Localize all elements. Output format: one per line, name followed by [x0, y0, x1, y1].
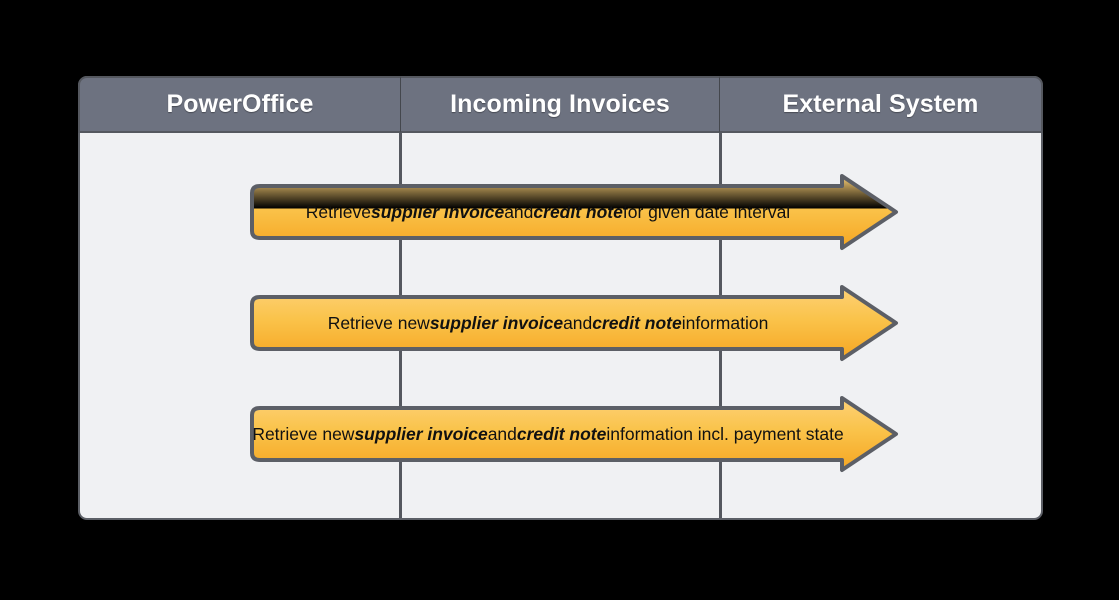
lane-header-label: Incoming Invoices [450, 90, 670, 118]
arrow-shape-icon [250, 396, 898, 472]
message-arrow-1: Retrieve supplier invoice and credit not… [242, 174, 898, 250]
lane-header-row: PowerOffice Incoming Invoices External S… [78, 76, 1043, 133]
lane-header-external-system: External System [720, 76, 1043, 133]
message-arrow-3: Retrieve new supplier invoice and credit… [242, 396, 898, 472]
lane-header-label: PowerOffice [166, 90, 314, 118]
arrow-shape-icon [250, 285, 898, 361]
lane-header-incoming-invoices: Incoming Invoices [400, 76, 720, 133]
lane-header-label: External System [782, 90, 979, 118]
message-arrow-2: Retrieve new supplier invoice and credit… [242, 285, 898, 361]
arrow-shape-icon [250, 174, 898, 250]
lane-header-poweroffice: PowerOffice [78, 76, 400, 133]
